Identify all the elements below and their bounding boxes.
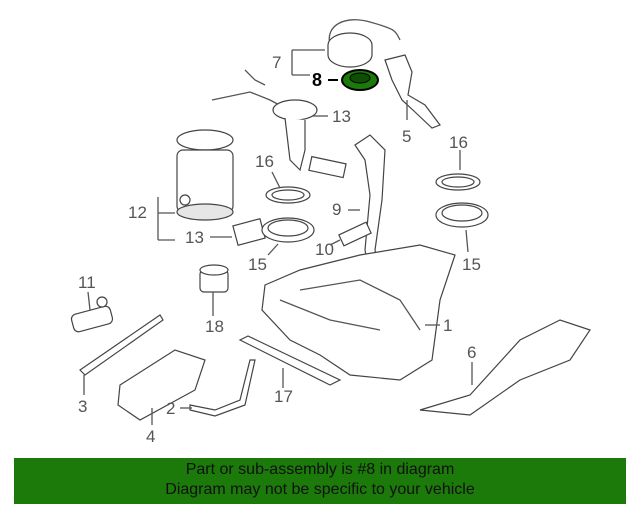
seal-15-left[interactable] [261,217,315,243]
callout-7: 7 [272,53,281,72]
support-rail[interactable] [238,335,342,386]
callout-3: 3 [78,397,87,416]
callout-5: 5 [402,127,411,146]
callout-4: 4 [146,427,155,446]
lock-ring-16-left[interactable] [265,186,311,204]
callout-11: 11 [78,273,96,292]
callout-1: 1 [443,316,452,335]
parts-diagram: 7 8 13 5 16 16 12 9 13 10 15 15 11 1 18 … [70,19,591,446]
seal-ring-part-8[interactable] [341,69,379,91]
callout-12: 12 [128,203,147,222]
small-valve[interactable] [232,217,266,247]
callout-15-right: 15 [462,255,481,274]
banner-line-2: Diagram may not be specific to your vehi… [165,481,475,498]
callout-8-highlighted: 8 [312,70,322,90]
lock-ring-16-right[interactable] [435,173,481,191]
fuel-pump-module[interactable] [176,129,234,221]
callout-16-right: 16 [449,133,468,152]
banner-line-1: Part or sub-assembly is #8 in diagram [185,461,455,478]
fuel-filter[interactable] [199,264,229,293]
callout-18: 18 [205,317,224,336]
callout-16-left: 16 [255,152,274,171]
callout-17: 17 [274,387,293,406]
underbody-shield[interactable] [419,319,591,416]
fuel-sender[interactable] [211,69,347,179]
mounting-bracket[interactable] [189,359,256,417]
filler-bracket[interactable] [384,54,441,129]
callout-13: 13 [185,228,204,247]
fuel-cap[interactable] [327,19,401,68]
callout-10: 10 [315,240,334,259]
seal-15-right[interactable] [435,202,489,228]
tank-strap[interactable] [79,314,164,376]
callout-14: 13 [332,107,351,126]
callout-9: 9 [332,200,341,219]
vent-hose[interactable] [338,221,372,247]
callout-6: 6 [467,343,476,362]
fuel-tank[interactable] [261,244,456,381]
callout-15-left: 15 [248,255,267,274]
info-banner: Part or sub-assembly is #8 in diagram Di… [14,458,626,504]
evap-canister-valve[interactable] [70,296,114,333]
callout-2: 2 [166,399,175,418]
heat-shield[interactable] [117,349,206,421]
